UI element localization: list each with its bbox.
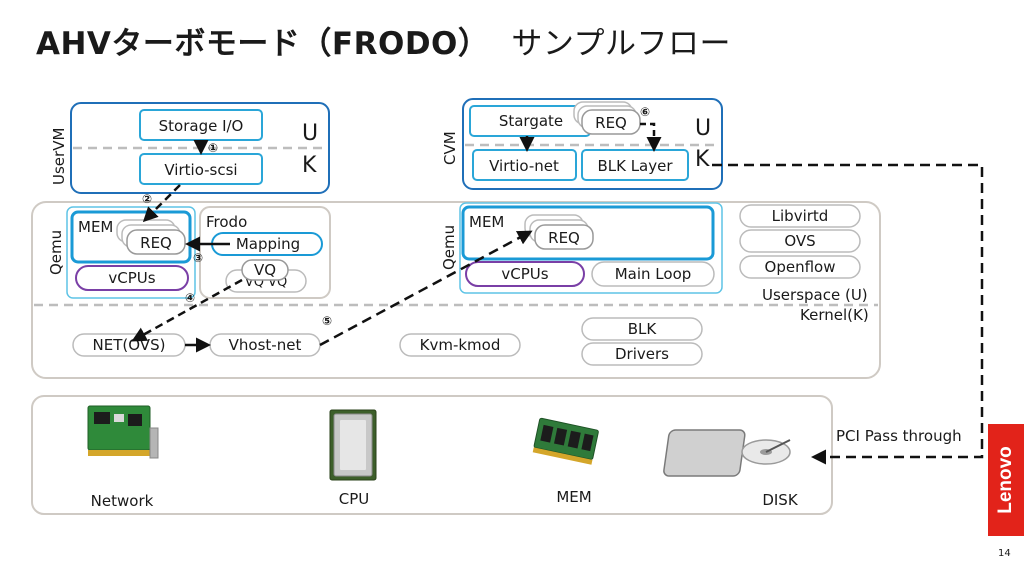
cvm-req-pill [581, 109, 641, 135]
net-ovs-label: NET(OVS) [93, 336, 166, 354]
slide-title: AHVターボモード（FRODO） サンプルフロー [36, 18, 731, 63]
qemu-left-vcpus-label: vCPUs [108, 269, 155, 287]
page-number: 14 [998, 548, 1011, 559]
ovs-pill [739, 229, 861, 253]
hardware-container [31, 395, 833, 515]
lenovo-logo: Lenovo [988, 424, 1024, 536]
step-2-label: ② [142, 192, 152, 206]
kvm-kmod-pill [399, 333, 521, 357]
cvm-k-label: K [695, 147, 710, 172]
cvm-req-label: REQ [595, 114, 627, 132]
network-card-icon [87, 405, 159, 459]
qemu-right-req-pill [534, 224, 594, 250]
stargate-label: Stargate [499, 112, 563, 130]
mapping-label: Mapping [236, 235, 300, 253]
kvm-kmod-label: Kvm-kmod [420, 336, 501, 354]
arrow-pci-pass-through [712, 163, 984, 465]
disk-label: DISK [762, 491, 798, 509]
qemu-right-label: Qemu [440, 225, 458, 270]
arrow-step-2 [142, 184, 181, 223]
disk-icon [663, 429, 791, 477]
libvirtd-label: Libvirtd [772, 207, 829, 225]
drivers-label: Drivers [615, 345, 669, 363]
cvm-label: CVM [441, 131, 459, 165]
openflow-label: Openflow [765, 258, 836, 276]
step-6-label: ⑥ [640, 105, 650, 119]
slide-title-main: AHVターボモード（FRODO） [36, 26, 490, 62]
virtio-net-label: Virtio-net [489, 157, 559, 175]
ovs-label: OVS [784, 232, 815, 250]
step-3-label: ③ [193, 251, 203, 265]
cvm-u-label: U [695, 116, 711, 141]
pci-pass-through-label: PCI Pass through [836, 427, 962, 445]
openflow-pill [739, 255, 861, 279]
qemu-right-vcpus-pill [465, 261, 585, 287]
slide-title-sub: サンプルフロー [511, 26, 731, 62]
qemu-right-req-label: REQ [548, 229, 580, 247]
arrow-step-4 [131, 278, 243, 342]
qemu-left-req-label: REQ [140, 234, 172, 252]
qemu-left-vcpus-pill [75, 265, 189, 291]
qemu-left-mem-label: MEM [78, 218, 113, 236]
qemu-right-mem-label: MEM [469, 213, 504, 231]
arrow-step-5 [319, 230, 533, 347]
main-loop-pill [591, 261, 715, 287]
storage-io-label: Storage I/O [159, 117, 244, 135]
step-1-label: ① [208, 141, 218, 155]
vq-pill [241, 259, 289, 281]
blk-pill [581, 317, 703, 341]
kernel-label: Kernel(K) [800, 306, 869, 324]
network-label: Network [91, 492, 154, 510]
blk-layer-label: BLK Layer [597, 157, 673, 175]
cpu-label: CPU [339, 490, 370, 508]
userspace-label: Userspace (U) [762, 286, 868, 304]
step-4-label: ④ [185, 291, 195, 305]
qemu-left-label: Qemu [47, 230, 65, 275]
frodo-label: Frodo [206, 213, 247, 231]
vq-label: VQ [254, 261, 276, 279]
mem-label: MEM [556, 488, 591, 506]
cpu-icon [329, 409, 377, 481]
libvirtd-pill [739, 204, 861, 228]
uservm-label: UserVM [50, 128, 68, 185]
memory-module-icon [532, 417, 599, 465]
vhost-net-label: Vhost-net [229, 336, 302, 354]
virtio-scsi-label: Virtio-scsi [164, 161, 237, 179]
blk-label: BLK [628, 320, 658, 338]
arrow-step-6 [640, 122, 662, 152]
lenovo-logo-text: Lenovo [995, 446, 1016, 514]
step-5-label: ⑤ [322, 314, 332, 328]
qemu-right-vcpus-label: vCPUs [501, 265, 548, 283]
uservm-u-label: U [302, 121, 318, 146]
main-loop-label: Main Loop [615, 265, 692, 283]
drivers-pill [581, 342, 703, 366]
blk-layer-box [581, 149, 689, 181]
uservm-k-label: K [302, 153, 317, 178]
